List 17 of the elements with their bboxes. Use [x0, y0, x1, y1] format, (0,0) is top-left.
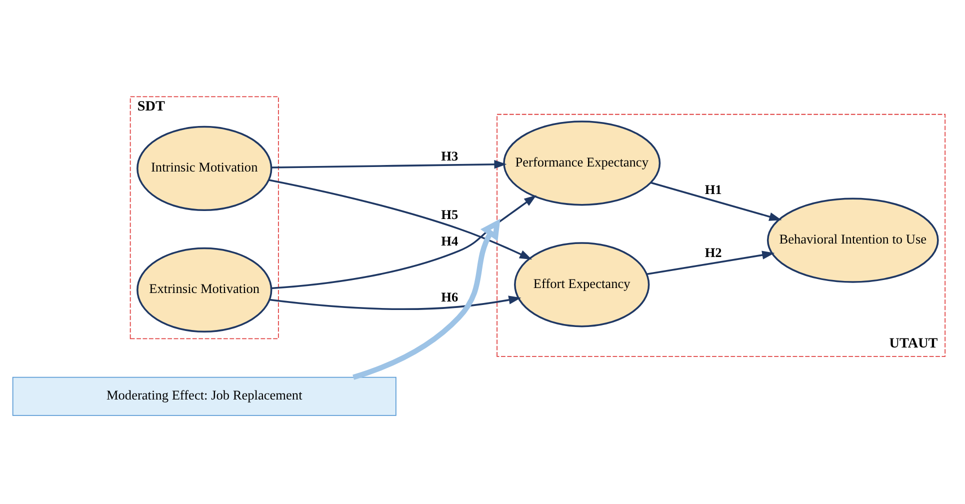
node-box: Moderating Effect: Job Replacement [12, 376, 396, 416]
arrow [352, 218, 500, 380]
node-ellipse: Effort Expectancy [514, 242, 650, 327]
arrow [271, 194, 537, 289]
arrow [272, 160, 507, 168]
node-ellipse: Intrinsic Motivation [136, 125, 272, 211]
arrow [270, 295, 522, 310]
edge-label: H5 [441, 206, 458, 222]
arrow [650, 181, 782, 220]
edge-label: H4 [441, 233, 458, 248]
arrow [268, 178, 532, 260]
edge-label: H6 [441, 288, 458, 304]
edge-label: H2 [704, 244, 722, 260]
node-ellipse: Extrinsic Motivation [136, 246, 272, 332]
edge-label: H1 [704, 182, 722, 197]
edge-label: H3 [441, 148, 458, 163]
arrow [646, 250, 775, 274]
